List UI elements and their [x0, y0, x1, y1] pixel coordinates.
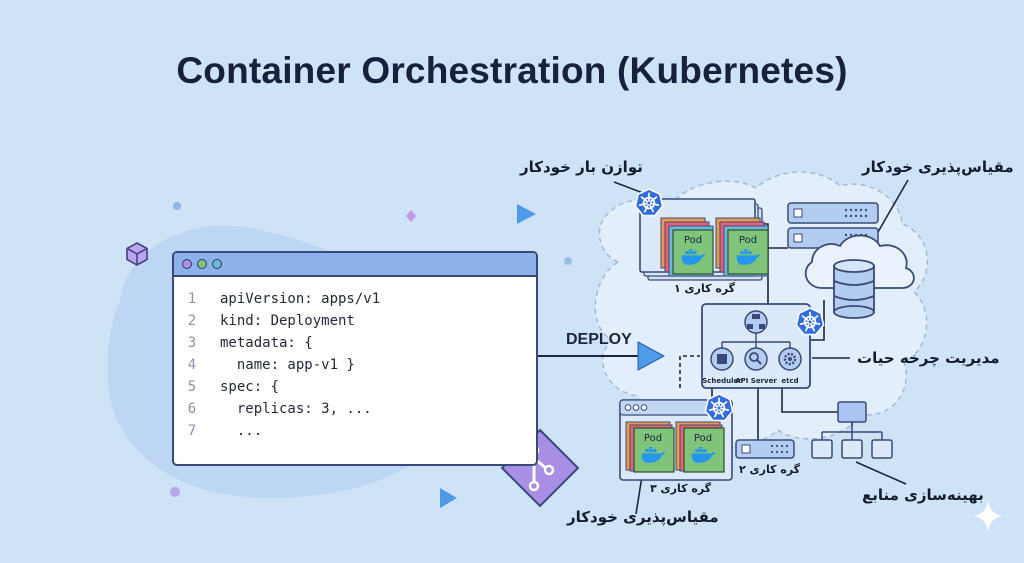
node3-pods: Pod Pod [625, 421, 725, 473]
etcd-gear-icon [778, 347, 802, 371]
line-number: 2 [187, 313, 197, 329]
line-number: 3 [187, 335, 197, 351]
code-text: name: app-v1 } [220, 357, 355, 373]
kubernetes-helm-icon [634, 188, 664, 217]
play-triangle-icon [440, 488, 457, 508]
play-triangle-icon [517, 204, 536, 224]
code-line: 1 apiVersion: apps/v1 [174, 288, 536, 310]
code-line: 7 ... [174, 420, 536, 442]
line-number: 4 [187, 357, 197, 373]
cube-icon [126, 242, 148, 266]
kubernetes-helm-icon [704, 393, 734, 422]
label-node1: گره کاری ۱ [674, 282, 736, 295]
api-server-icon [744, 347, 768, 371]
line-number: 7 [187, 423, 197, 439]
pod-label: Pod [684, 235, 702, 246]
code-text: kind: Deployment [220, 313, 355, 329]
code-text: ... [220, 423, 263, 439]
editor-title-bar [174, 253, 536, 277]
label-resource-optimization: بهینه‌سازی منابع [862, 486, 984, 504]
label-load-balancing: توازن بار خودکار [520, 158, 643, 176]
code-line: 3 metadata: { [174, 332, 536, 354]
label-autoscaling-bottom: مقیاس‌پذیری خودکار [567, 508, 719, 526]
code-text: replicas: 3, ... [220, 401, 372, 417]
pod-label: Pod [694, 433, 712, 444]
code-editor: 1 apiVersion: apps/v1 2 kind: Deployment 3… [172, 251, 538, 466]
node1-pods: Pod Pod [660, 217, 769, 277]
pod-label: Pod [644, 433, 662, 444]
database-icon [833, 259, 875, 319]
code-line: 2 kind: Deployment [174, 310, 536, 332]
line-number: 5 [187, 379, 197, 395]
window-dot [212, 259, 222, 269]
line-number: 6 [187, 401, 197, 417]
code-line: 5 spec: { [174, 376, 536, 398]
resource-tree-icon [811, 401, 893, 459]
decor-dot [170, 487, 180, 497]
window-dot [632, 404, 640, 411]
node2-server [735, 439, 795, 459]
hierarchy-icon [744, 310, 768, 334]
scheduler-icon [710, 347, 734, 371]
window-dot [640, 404, 648, 411]
label-node2: گره کاری ۲ [739, 463, 801, 476]
decor-diamond [406, 210, 416, 222]
deploy-arrow-head [637, 341, 666, 371]
decor-dot [564, 257, 572, 265]
page-title: Container Orchestration (Kubernetes) [176, 50, 848, 91]
code-body: 1 apiVersion: apps/v1 2 kind: Deployment 3… [174, 277, 536, 442]
window-dot [182, 259, 192, 269]
line-number: 1 [187, 291, 197, 307]
pod-label: Pod [739, 235, 757, 246]
label-node3: گره کاری ۳ [650, 482, 712, 495]
decor-dot [173, 202, 181, 210]
scheduler-label: Scheduler [702, 377, 742, 385]
label-lifecycle: مدیریت چرخه حیات [857, 349, 1000, 367]
api-server-label: API Server [735, 377, 777, 385]
sparkle-icon [974, 500, 1002, 532]
window-dot [197, 259, 207, 269]
server-rack-top [787, 202, 879, 249]
window-dot [624, 404, 632, 411]
etcd-label: etcd [781, 377, 798, 385]
label-autoscaling-top: مقیاس‌پذیری خودکار [862, 158, 1014, 176]
code-text: metadata: { [220, 335, 313, 351]
kubernetes-helm-icon [795, 307, 825, 336]
code-text: apiVersion: apps/v1 [220, 291, 381, 307]
deploy-label: DEPLOY [566, 331, 632, 348]
code-line: 4 name: app-v1 } [174, 354, 536, 376]
code-line: 6 replicas: 3, ... [174, 398, 536, 420]
code-text: spec: { [220, 379, 280, 395]
